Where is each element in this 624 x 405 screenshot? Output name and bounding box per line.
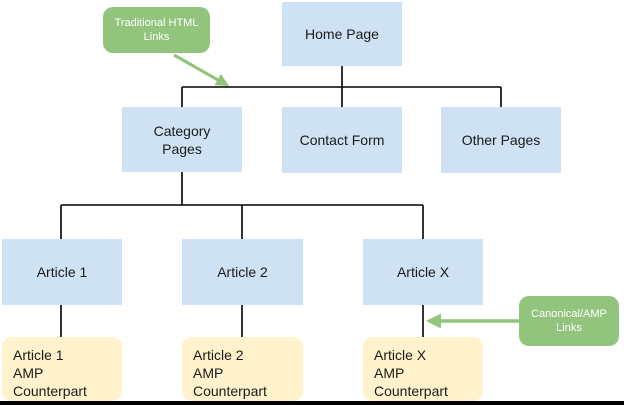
- node-label: Article X: [396, 264, 450, 280]
- callout-traditional-html-links: Traditional HTML Links: [103, 7, 210, 53]
- node-contact-form: Contact Form: [282, 107, 402, 173]
- callout-canonical-amp-links: Canonical/AMP Links: [519, 296, 619, 346]
- node-label: Article 2: [217, 264, 268, 280]
- tree-connector-article-row: [60, 172, 424, 239]
- node-other-pages: Other Pages: [441, 107, 561, 173]
- node-article-1: Article 1: [2, 239, 122, 305]
- node-label: Other Pages: [461, 132, 541, 148]
- canonical-links-arrow: [426, 313, 519, 329]
- node-label: Contact Form: [299, 132, 385, 148]
- article-amp-connectors: [60, 305, 424, 337]
- traditional-links-arrow: [173, 53, 229, 86]
- node-home-page: Home Page: [282, 2, 402, 66]
- bottom-edge-bar: [0, 401, 624, 405]
- node-article-2: Article 2: [182, 239, 303, 305]
- node-article-1-amp-counterpart: Article 1 AMP Counterpart: [2, 337, 122, 401]
- tree-connector-home-row: [181, 66, 502, 107]
- node-article-x-amp-counterpart: Article X AMP Counterpart: [363, 337, 483, 401]
- node-article-2-amp-counterpart: Article 2 AMP Counterpart: [182, 337, 303, 401]
- node-label: Article 1: [36, 264, 88, 280]
- node-label: Home Page: [305, 26, 379, 42]
- node-label: Category Pages: [153, 122, 211, 157]
- node-category-pages: Category Pages: [122, 107, 242, 172]
- node-article-x: Article X: [363, 239, 483, 305]
